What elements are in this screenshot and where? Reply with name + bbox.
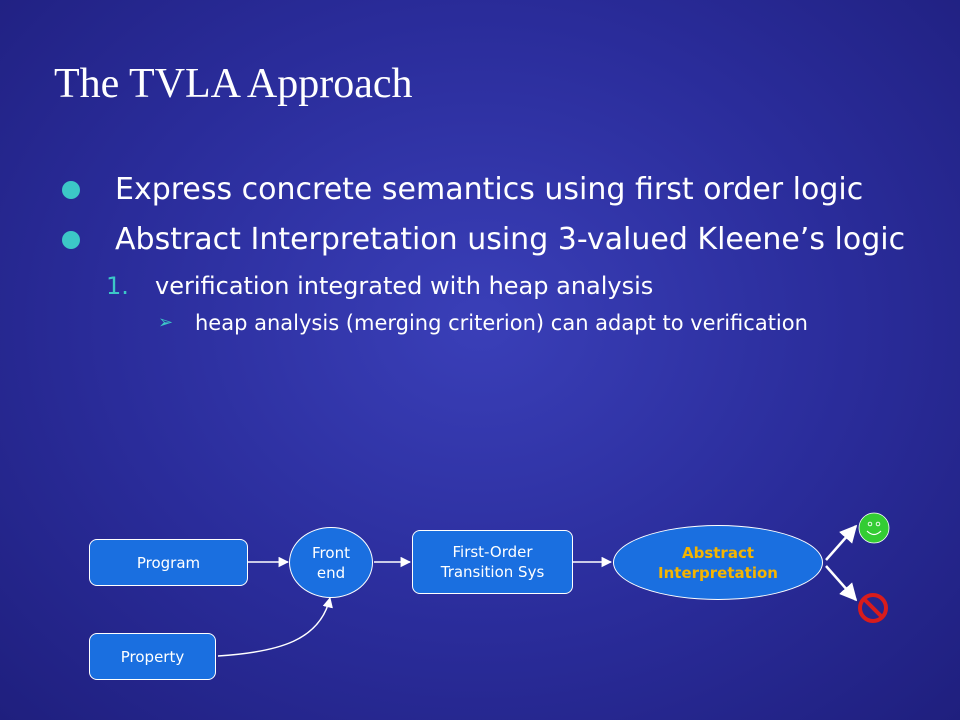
program-node: Program xyxy=(89,539,248,586)
slide-title: The TVLA Approach xyxy=(54,61,413,107)
bullet-dot-icon xyxy=(62,231,80,249)
bullet-item: Abstract Interpretation using 3-valued K… xyxy=(60,220,920,260)
sub-sub-bullet-item: ➢ heap analysis (merging criterion) can … xyxy=(60,308,920,338)
smiley-icon xyxy=(858,512,890,544)
bullet-dot-icon xyxy=(62,181,80,199)
edge-abstract-ok xyxy=(825,524,858,561)
sub-sub-bullet-text: heap analysis (merging criterion) can ad… xyxy=(195,311,808,335)
bullet-list: Express concrete semantics using first o… xyxy=(60,170,920,338)
bullet-item: Express concrete semantics using first o… xyxy=(60,170,920,210)
edge-abstract-fail xyxy=(825,565,858,602)
sub-bullet-item: 1. verification integrated with heap ana… xyxy=(60,270,920,302)
abstract-interpretation-node: Abstract Interpretation xyxy=(613,525,823,600)
no-entry-icon xyxy=(858,593,888,623)
sub-bullet-number: 1. xyxy=(106,272,129,300)
bullet-text: Abstract Interpretation using 3-valued K… xyxy=(115,222,906,257)
bullet-text: Express concrete semantics using first o… xyxy=(115,172,864,207)
edge-property-frontend xyxy=(217,596,333,657)
property-node: Property xyxy=(89,633,216,680)
first-order-transition-node: First-Order Transition Sys xyxy=(412,530,573,594)
arrow-bullet-icon: ➢ xyxy=(158,312,174,333)
sub-bullet-text: verification integrated with heap analys… xyxy=(155,272,654,300)
front-end-node: Front end xyxy=(289,527,373,598)
